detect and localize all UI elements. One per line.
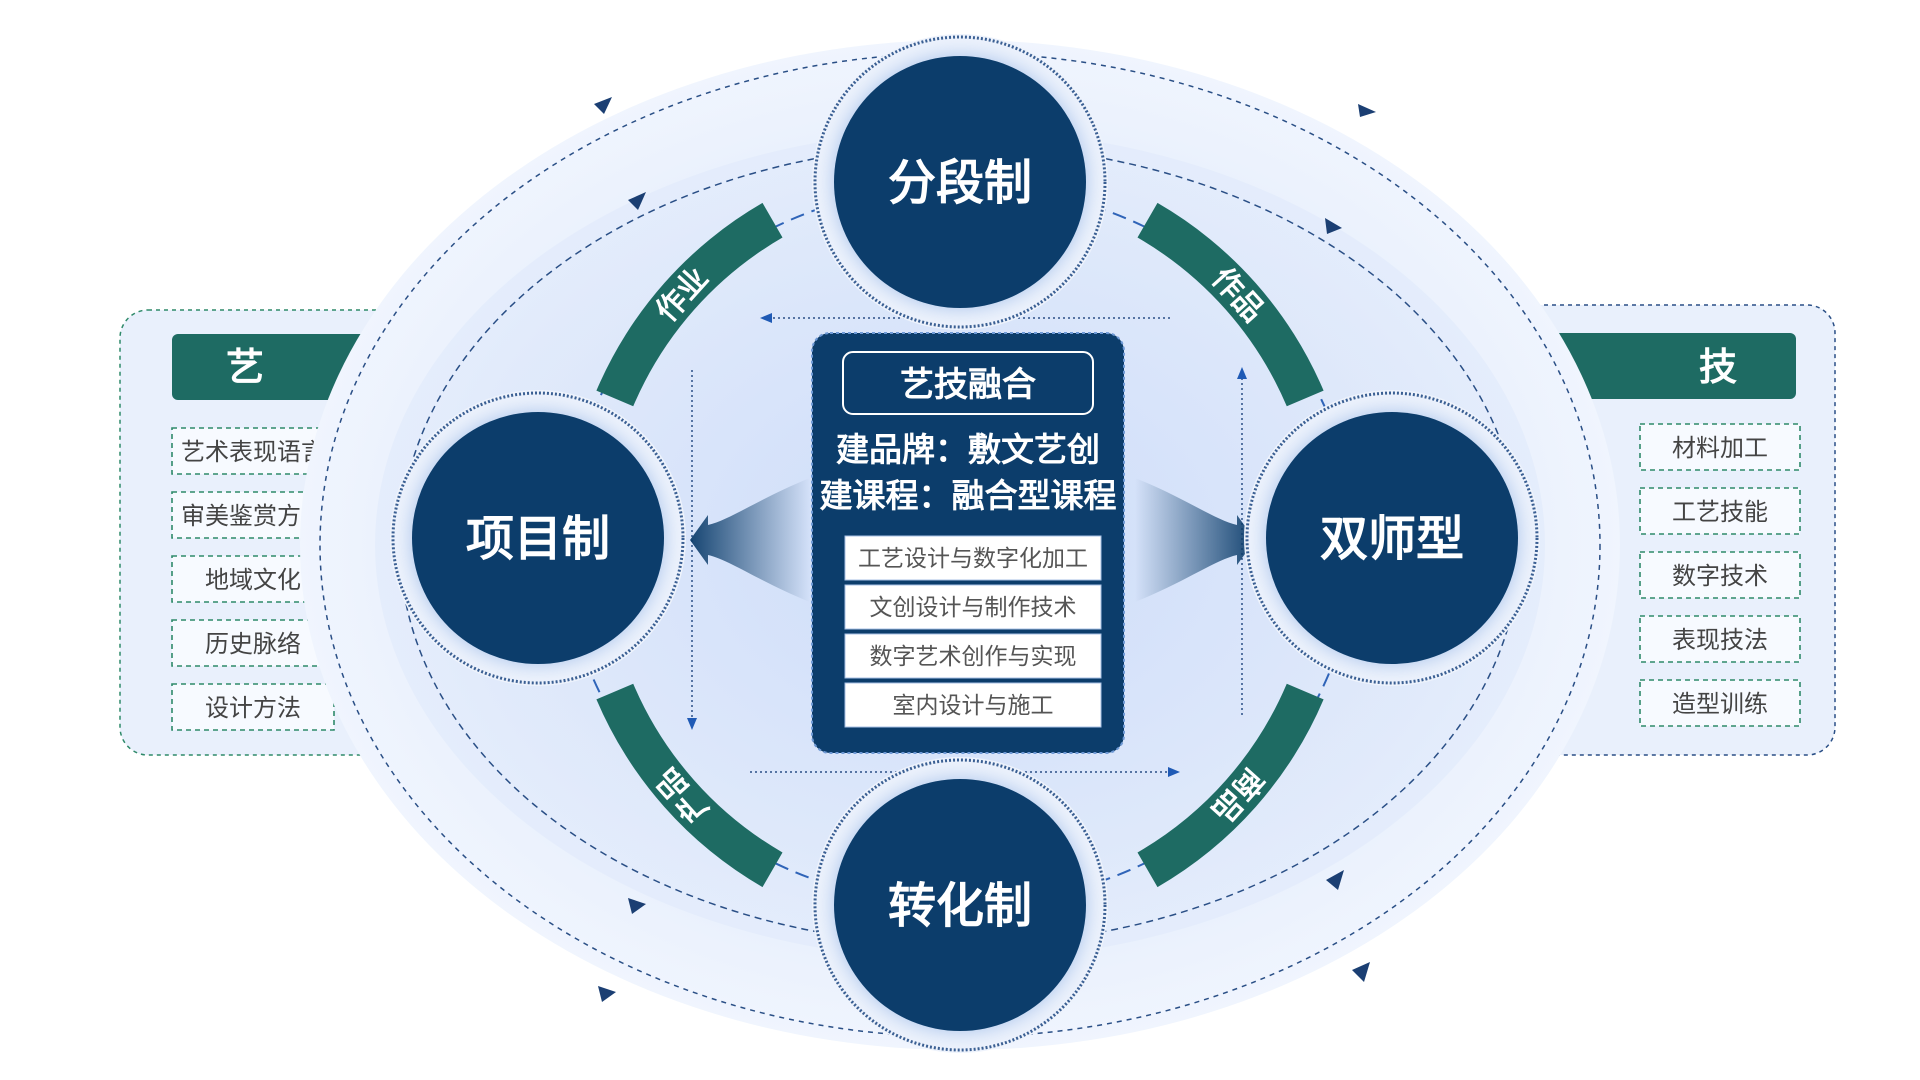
right-fan-arrow (1135, 478, 1255, 602)
orbit-arrow-icon (1352, 962, 1370, 982)
node-right: 双师型 (1244, 390, 1540, 686)
node-label: 项目制 (466, 511, 610, 567)
node-label: 双师型 (1320, 511, 1464, 567)
arrowhead-icon (1168, 767, 1180, 777)
arrowhead-icon (1237, 367, 1247, 379)
left-panel-item-label: 设计方法 (205, 694, 301, 722)
course-box: 文创设计与制作技术 (844, 584, 1102, 630)
connector-arrowheads (687, 313, 1247, 777)
right-panel-title: 技 (1699, 345, 1737, 389)
node-label: 分段制 (888, 155, 1032, 211)
right-panel-item-label: 表现技法 (1672, 626, 1768, 654)
right-panel-item: 工艺技能 (1639, 487, 1801, 535)
right-panel-item: 造型训练 (1639, 679, 1801, 727)
orbit-arrow-icon (1325, 218, 1342, 234)
arrowhead-icon (760, 313, 772, 323)
course-box: 数字艺术创作与实现 (844, 633, 1102, 679)
orbit-arrow-icon (594, 97, 612, 114)
left-fan-arrow (690, 478, 810, 602)
right-panel-item: 表现技法 (1639, 615, 1801, 663)
node-left: 项目制 (390, 390, 686, 686)
left-panel-item: 历史脉络 (171, 619, 335, 667)
course-box: 室内设计与施工 (844, 682, 1102, 728)
course-label: 文创设计与制作技术 (870, 595, 1077, 621)
center-title: 艺技融合 (900, 365, 1036, 405)
orbit-arrow-icon (1326, 870, 1344, 890)
orbit-arrow-icon (1358, 104, 1376, 117)
right-panel-item-label: 工艺技能 (1672, 498, 1768, 526)
left-panel-title: 艺 (226, 345, 264, 389)
course-label: 室内设计与施工 (893, 693, 1054, 719)
right-panel-item-label: 造型训练 (1672, 690, 1768, 718)
right-panel-item: 材料加工 (1639, 423, 1801, 471)
node-top: 分段制 (812, 34, 1108, 330)
node-bottom: 转化制 (812, 757, 1108, 1053)
orbit-arrow-icon (628, 898, 646, 914)
left-panel-item: 设计方法 (171, 683, 335, 731)
right-panel-item: 数字技术 (1639, 551, 1801, 599)
left-panel-item-label: 历史脉络 (205, 630, 301, 658)
course-label: 数字艺术创作与实现 (870, 644, 1077, 670)
arc-bottom-right: 商品 (1137, 683, 1324, 888)
center-title-box (842, 351, 1094, 415)
left-panel-item-label: 艺术表现语言 (181, 438, 325, 466)
orbit-arrow-markers (594, 97, 1376, 1002)
course-box: 工艺设计与数字化加工 (844, 535, 1102, 581)
right-panel-item-label: 数字技术 (1672, 562, 1768, 590)
center-panel: 艺技融合 建品牌：敷文艺创 建课程：融合型课程 工艺设计与数字化加工文创设计与制… (811, 332, 1125, 754)
node-label: 转化制 (888, 878, 1032, 934)
orbit-arrow-icon (628, 192, 646, 210)
orbit-arrow-icon (598, 986, 616, 1002)
center-line-brand: 建品牌：敷文艺创 (836, 430, 1100, 469)
course-label: 工艺设计与数字化加工 (858, 546, 1088, 572)
center-line-course: 建课程：融合型课程 (820, 476, 1117, 515)
arrowhead-icon (687, 718, 697, 730)
right-panel-item-label: 材料加工 (1672, 434, 1768, 462)
left-panel-item-label: 地域文化 (205, 566, 301, 594)
